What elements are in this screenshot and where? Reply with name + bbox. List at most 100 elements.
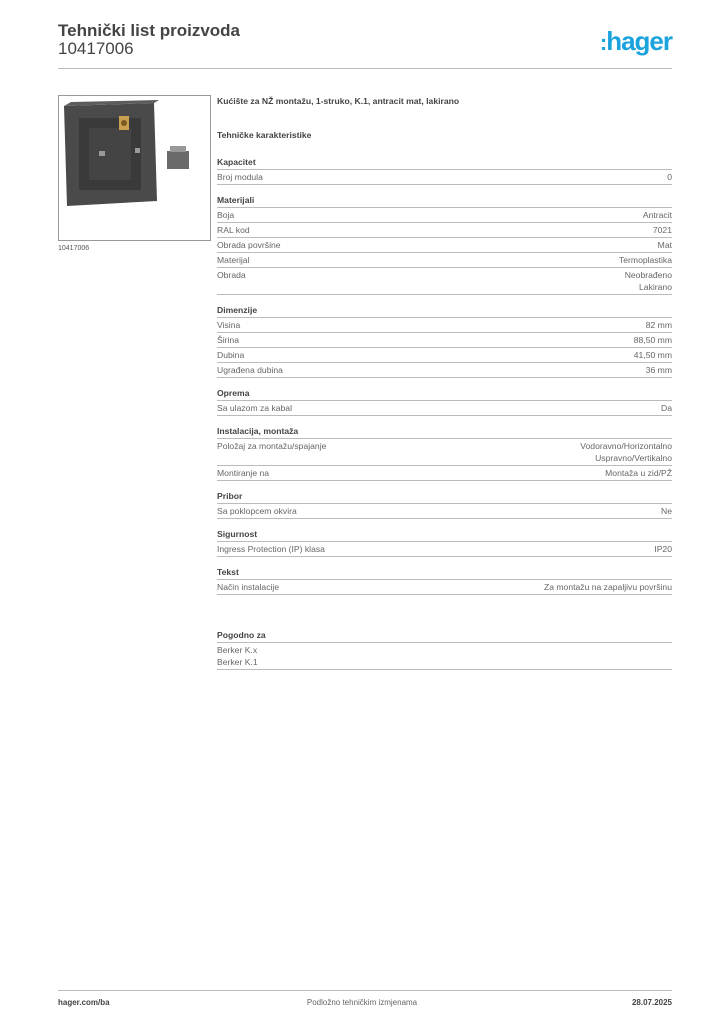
section-heading: Dimenzije: [217, 304, 672, 318]
spec-label: Materijal: [217, 255, 250, 265]
section-heading: Materijali: [217, 194, 672, 208]
spec-label: RAL kod: [217, 225, 250, 235]
header-divider: [58, 68, 672, 69]
spec-row: Materijal Termoplastika: [217, 253, 672, 268]
spec-label: Sa ulazom za kabal: [217, 403, 292, 413]
spec-row: Položaj za montažu/spajanje Vodoravno/Hor…: [217, 439, 672, 466]
specs-heading: Tehničke karakteristike: [217, 130, 312, 140]
compatible-item: Berker K.x: [217, 645, 258, 655]
compatible-list: Berker K.x Berker K.1: [217, 643, 672, 670]
spec-value: Mat: [658, 239, 672, 251]
spec-value: 88,50 mm: [634, 334, 672, 346]
spec-label: Ugrađena dubina: [217, 365, 283, 375]
product-description: Kućište za NŽ montažu, 1-struko, K.1, an…: [217, 96, 460, 106]
spec-value: 36 mm: [646, 364, 672, 376]
spec-value-line: 41,50 mm: [633, 350, 672, 360]
spec-value-line: 88,50 mm: [633, 335, 672, 345]
spec-label: Način instalacije: [217, 582, 280, 592]
spec-value-line: Za montažu na zapaljivu površinu: [543, 582, 672, 592]
spec-row: Broj modula 0: [217, 170, 672, 185]
section-heading: Pribor: [217, 490, 672, 504]
section-heading: Instalacija, montaža: [217, 425, 672, 439]
spec-value-line: Uspravno/Vertikalno: [595, 453, 672, 463]
spec-value-line: Neobrađeno: [624, 270, 672, 280]
spec-value: Za montažu na zapaljivu površinu: [544, 581, 672, 593]
spec-value: Termoplastika: [619, 254, 672, 266]
spec-value-line: Ne: [661, 506, 672, 516]
product-image: [58, 95, 211, 241]
spec-row: Obrada površine Mat: [217, 238, 672, 253]
spec-value: IP20: [654, 543, 672, 555]
spec-label: Sa poklopcem okvira: [217, 506, 297, 516]
spec-value-line: 7021: [652, 225, 672, 235]
spec-row: Ugrađena dubina 36 mm: [217, 363, 672, 378]
spec-value-line: 82 mm: [645, 320, 672, 330]
spec-label: Položaj za montažu/spajanje: [217, 441, 327, 451]
spec-label: Ingress Protection (IP) klasa: [217, 544, 325, 554]
footer-date: 28.07.2025: [631, 998, 672, 1007]
page-title: Tehnički list proizvoda: [58, 21, 240, 40]
section-heading: Sigurnost: [217, 528, 672, 542]
spec-value-line: Lakirano: [639, 282, 672, 292]
spec-value: Ne: [661, 505, 672, 517]
spec-section: Oprema Sa ulazom za kabal Da: [217, 387, 672, 416]
spec-row: Sa ulazom za kabal Da: [217, 401, 672, 416]
spec-value: 0: [667, 171, 672, 183]
spec-row: Montiranje na Montaža u zid/PŽ: [217, 466, 672, 481]
spec-row: RAL kod 7021: [217, 223, 672, 238]
hager-logo: :hager: [599, 26, 673, 56]
spec-label: Visina: [217, 320, 241, 330]
spec-value-line: Antracit: [642, 210, 672, 220]
spec-label: Dubina: [217, 350, 245, 360]
spec-value-line: Montaža u zid/PŽ: [605, 468, 672, 478]
section-heading: Oprema: [217, 387, 672, 401]
spec-label: Montiranje na: [217, 468, 270, 478]
spec-row: Visina 82 mm: [217, 318, 672, 333]
spec-value: Montaža u zid/PŽ: [605, 467, 672, 479]
footer-website[interactable]: hager.com/ba: [58, 998, 110, 1007]
spec-label: Boja: [217, 210, 235, 220]
spec-value-line: 0: [667, 172, 672, 182]
spec-value-line: IP20: [654, 544, 672, 554]
spec-row: Širina 88,50 mm: [217, 333, 672, 348]
spec-row: Boja Antracit: [217, 208, 672, 223]
spec-row: Način instalacije Za montažu na zapaljivu…: [217, 580, 672, 595]
spec-content: Kućište za NŽ montažu, 1-struko, K.1, an…: [217, 96, 672, 679]
footer-note: Podložno tehničkim izmjenama: [306, 998, 418, 1007]
product-code: 10417006: [58, 39, 134, 58]
spec-row: Sa poklopcem okvira Ne: [217, 504, 672, 519]
image-caption: 10417006: [58, 245, 90, 252]
spec-value-line: Vodoravno/Horizontalno: [580, 441, 672, 451]
section-heading: Pogodno za: [217, 629, 672, 643]
spec-value: Antracit: [643, 209, 672, 221]
spec-value-line: Da: [661, 403, 672, 413]
section-heading: Kapacitet: [217, 156, 672, 170]
spec-value: 82 mm: [646, 319, 672, 331]
compatible-section: Pogodno za Berker K.x Berker K.1: [217, 629, 672, 670]
spec-label: Širina: [217, 335, 239, 345]
spec-value-line: Termoplastika: [618, 255, 672, 265]
spec-value: 41,50 mm: [634, 349, 672, 361]
footer-divider: [58, 990, 672, 991]
spec-value-line: 36 mm: [645, 365, 672, 375]
spec-label: Broj modula: [217, 172, 263, 182]
spec-section: Pribor Sa poklopcem okvira Ne: [217, 490, 672, 519]
spec-row: Ingress Protection (IP) klasa IP20: [217, 542, 672, 557]
spec-value: 7021: [653, 224, 672, 236]
section-heading: Tekst: [217, 566, 672, 580]
spec-value: Da: [661, 402, 672, 414]
spec-label: Obrada površine: [217, 240, 281, 250]
spec-value-line: Mat: [657, 240, 672, 250]
spec-row: Dubina 41,50 mm: [217, 348, 672, 363]
